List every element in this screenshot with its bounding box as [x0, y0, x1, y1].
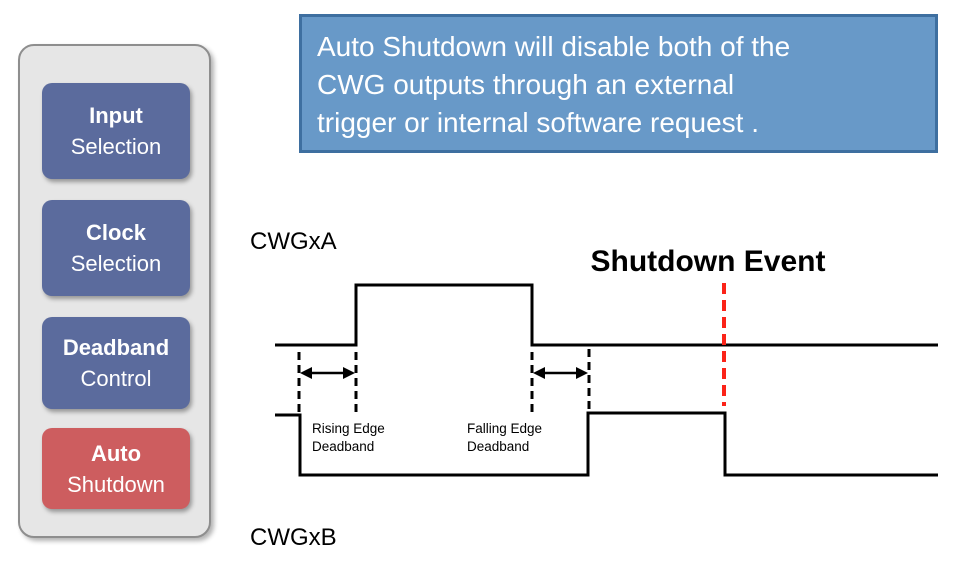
- sidebar-item-subtitle: Control: [80, 366, 152, 391]
- sidebar-item-auto-shutdown[interactable]: Auto Shutdown: [42, 428, 190, 509]
- arrowhead-right-icon: [343, 367, 355, 379]
- cwgxa-label: CWGxA: [250, 228, 337, 255]
- falling-edge-deadband-label-line1: Falling Edge: [467, 421, 542, 436]
- cwgxb-waveform: [275, 411, 938, 477]
- sidebar-item-subtitle: Selection: [70, 251, 162, 276]
- auto-shutdown-callout: Auto Shutdown will disable both of the C…: [299, 14, 938, 153]
- sidebar-item-input-selection[interactable]: Input Selection: [42, 83, 190, 179]
- sidebar-item-deadband-control[interactable]: Deadband Control: [42, 317, 190, 409]
- callout-text-line: trigger or internal software request .: [317, 107, 759, 138]
- sidebar-item-subtitle: Selection: [70, 134, 162, 159]
- sidebar-item-title: Clock: [86, 220, 146, 245]
- shutdown-event-title: Shutdown Event: [591, 245, 826, 278]
- arrowhead-right-icon: [576, 367, 588, 379]
- cwgxb-label: CWGxB: [250, 524, 337, 551]
- sidebar-item-title: Input: [89, 103, 143, 128]
- rising-edge-deadband-label-line1: Rising Edge: [312, 421, 385, 436]
- cwgxa-waveform: [275, 283, 938, 347]
- callout-text-line: Auto Shutdown will disable both of the: [317, 31, 791, 62]
- sidebar-item-title: Auto: [90, 440, 142, 466]
- sidebar-item-clock-selection[interactable]: Clock Selection: [42, 200, 190, 296]
- sidebar-item-subtitle: Shutdown: [67, 471, 165, 497]
- rising-edge-deadband-label-line2: Deadband: [312, 439, 374, 454]
- sidebar-item-title: Deadband: [62, 335, 170, 360]
- stage-sidebar: Input Selection Clock Selection Deadband…: [18, 44, 211, 538]
- callout-text-line: CWG outputs through an external: [317, 69, 735, 100]
- falling-edge-deadband-label-line2: Deadband: [467, 439, 529, 454]
- arrowhead-left-icon: [533, 367, 545, 379]
- arrowhead-left-icon: [300, 367, 312, 379]
